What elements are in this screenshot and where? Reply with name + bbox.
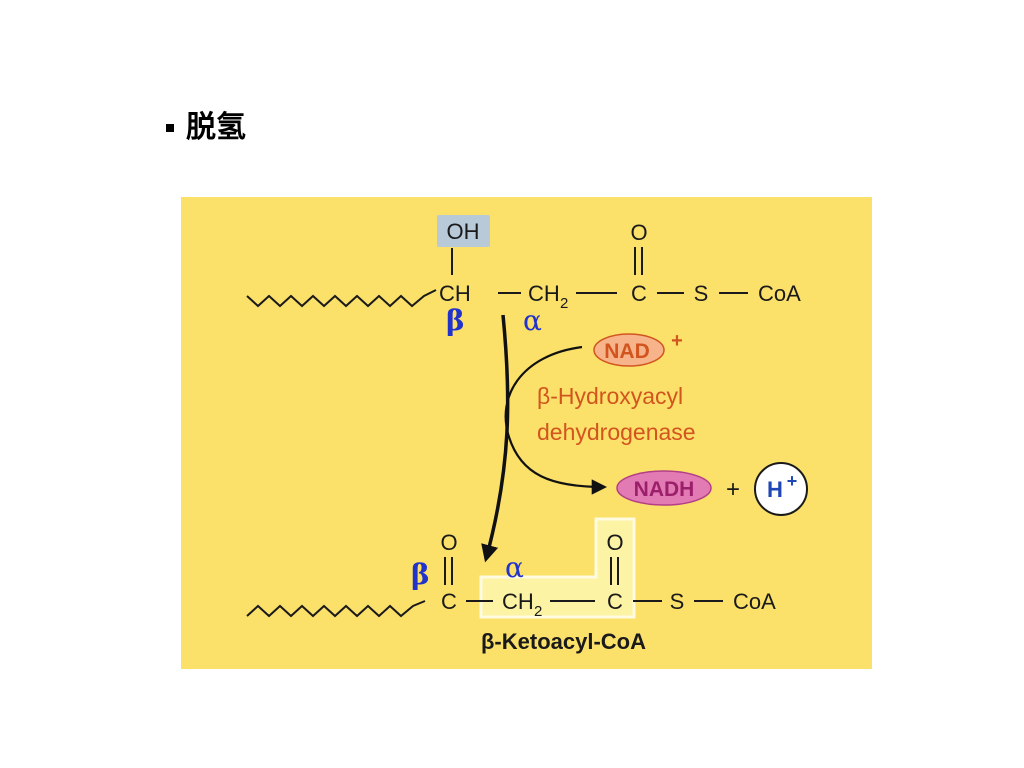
reactant-molecule: OH CH CH 2 O C S CoA β α bbox=[246, 215, 801, 337]
reactant-alpha-marker: α bbox=[523, 304, 542, 337]
plus-sign: + bbox=[726, 476, 740, 503]
reactant-beta-marker: β bbox=[446, 304, 465, 337]
enzyme-name-line-1: β-Hydroxyacyl bbox=[537, 383, 683, 409]
product-molecule: O C CH 2 O C S CoA β α β-Ketoacyl-CoA bbox=[246, 517, 776, 654]
product-alpha-subscript: 2 bbox=[534, 603, 542, 620]
proton-circle bbox=[754, 462, 808, 516]
product-coa: CoA bbox=[733, 589, 776, 614]
product-carbonyl-oxygen: O bbox=[606, 530, 623, 555]
nad-oval bbox=[593, 333, 665, 367]
reactant-sulfur: S bbox=[694, 281, 709, 306]
proton-charge: + bbox=[787, 471, 798, 491]
reactant-carbonyl-oxygen: O bbox=[630, 220, 647, 245]
reaction-arrows bbox=[481, 314, 608, 563]
reactant-beta-carbon: CH bbox=[439, 281, 471, 306]
product-alpha-carbon: CH bbox=[502, 589, 534, 614]
reactant-alpha-subscript: 2 bbox=[560, 295, 568, 312]
slide-title-text: 脱氢 bbox=[186, 110, 246, 145]
product-sulfur: S bbox=[670, 589, 685, 614]
slide-title: 脱氢 bbox=[166, 108, 246, 148]
reaction-diagram: OH CH CH 2 O C S CoA β α NAD bbox=[246, 215, 808, 654]
cofactor-curved-arrow bbox=[504, 345, 608, 495]
enzyme-label: β-Hydroxyacyl dehydrogenase bbox=[537, 383, 696, 445]
nad-label: NAD bbox=[604, 340, 650, 363]
product-name: β-Ketoacyl-CoA bbox=[481, 629, 646, 654]
proton-label: H bbox=[767, 477, 783, 502]
product-keto-carbon: C bbox=[441, 589, 457, 614]
hydroxyl-group-label: OH bbox=[447, 219, 480, 244]
product-highlight-box bbox=[479, 517, 636, 619]
nadh-label: NADH bbox=[634, 478, 695, 501]
product-alpha-marker: α bbox=[505, 551, 524, 584]
reactant-fatty-chain bbox=[246, 289, 437, 308]
reactant-carbonyl-carbon: C bbox=[631, 281, 647, 306]
product-fatty-chain bbox=[246, 600, 426, 618]
bullet-icon bbox=[166, 124, 174, 132]
product-carbonyl-carbon: C bbox=[607, 589, 623, 614]
reaction-diagram-panel: OH CH CH 2 O C S CoA β α NAD bbox=[181, 197, 872, 669]
product-beta-marker: β bbox=[411, 558, 430, 591]
enzyme-name-line-2: dehydrogenase bbox=[537, 419, 696, 445]
hydroxyl-highlight bbox=[437, 215, 490, 247]
product-keto-oxygen: O bbox=[440, 530, 457, 555]
nadh-oval bbox=[616, 470, 712, 506]
nad-charge: + bbox=[671, 330, 683, 352]
reactant-coa: CoA bbox=[758, 281, 801, 306]
main-reaction-arrow bbox=[481, 314, 510, 563]
nadh-cofactor: NADH + H + bbox=[616, 462, 808, 516]
nad-cofactor: NAD + bbox=[593, 330, 683, 367]
reactant-alpha-carbon: CH bbox=[528, 281, 560, 306]
